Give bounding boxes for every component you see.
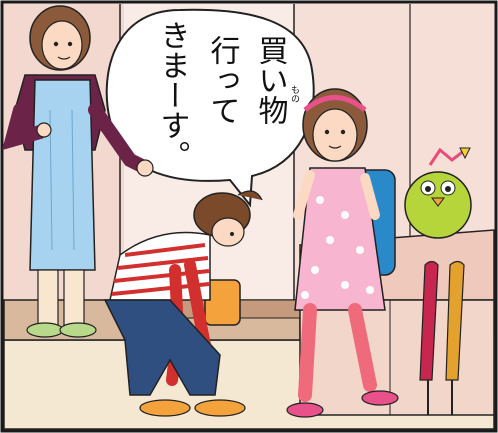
umbrella-stand-icon <box>419 260 465 415</box>
girl-with-backpack-figure <box>286 88 399 418</box>
green-bird-plush-icon <box>404 147 472 239</box>
speech-line-1: 買い物 <box>253 35 289 125</box>
speech-line-2: 行って <box>205 35 241 125</box>
speech-bubble: 買い物 行って きまーす。 もの <box>105 8 315 208</box>
mother-figure <box>2 5 154 338</box>
orange-bag-icon <box>204 279 241 326</box>
crouching-girl-figure <box>103 190 263 417</box>
speech-line-3: きまーす。 <box>155 20 190 170</box>
speech-ruby: もの <box>289 85 300 103</box>
